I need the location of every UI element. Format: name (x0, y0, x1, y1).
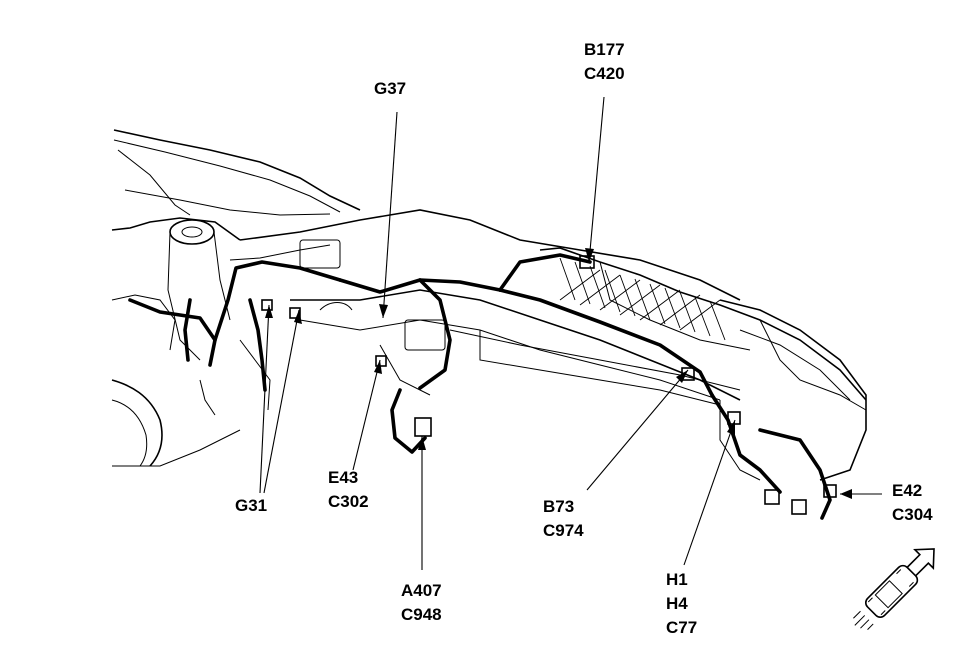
callout-a407-c948: A407 C948 (401, 579, 442, 627)
callout-line: C77 (666, 618, 698, 637)
callout-line: B73 (543, 497, 575, 516)
callout-line: E42 (892, 481, 923, 500)
callout-line: G37 (374, 79, 407, 98)
callout-leaders (259, 96, 882, 570)
callout-b73-c974: B73 C974 (543, 495, 584, 543)
callout-g37: G37 (374, 77, 406, 101)
callout-line: C304 (892, 505, 933, 524)
callout-line: A407 (401, 581, 442, 600)
callout-line: G31 (235, 496, 268, 515)
callout-line: E43 (328, 468, 359, 487)
callout-e43-c302: E43 C302 (328, 466, 369, 514)
callout-g31: G31 (235, 494, 267, 518)
wiring-harness (128, 253, 837, 520)
callout-b177-c420: B177 C420 (584, 38, 625, 86)
callout-line: C420 (584, 64, 625, 83)
callout-e42-c304: E42 C304 (892, 479, 933, 527)
callout-line: H1 (666, 570, 688, 589)
callout-line: H4 (666, 594, 688, 613)
callout-line: B177 (584, 40, 625, 59)
vehicle-front-arrow-icon (853, 548, 935, 630)
vehicle-body-structure (111, 129, 867, 481)
callout-line: C948 (401, 605, 442, 624)
callout-h1-h4-c77: H1 H4 C77 (666, 568, 697, 640)
callout-line: C302 (328, 492, 369, 511)
callout-line: C974 (543, 521, 584, 540)
